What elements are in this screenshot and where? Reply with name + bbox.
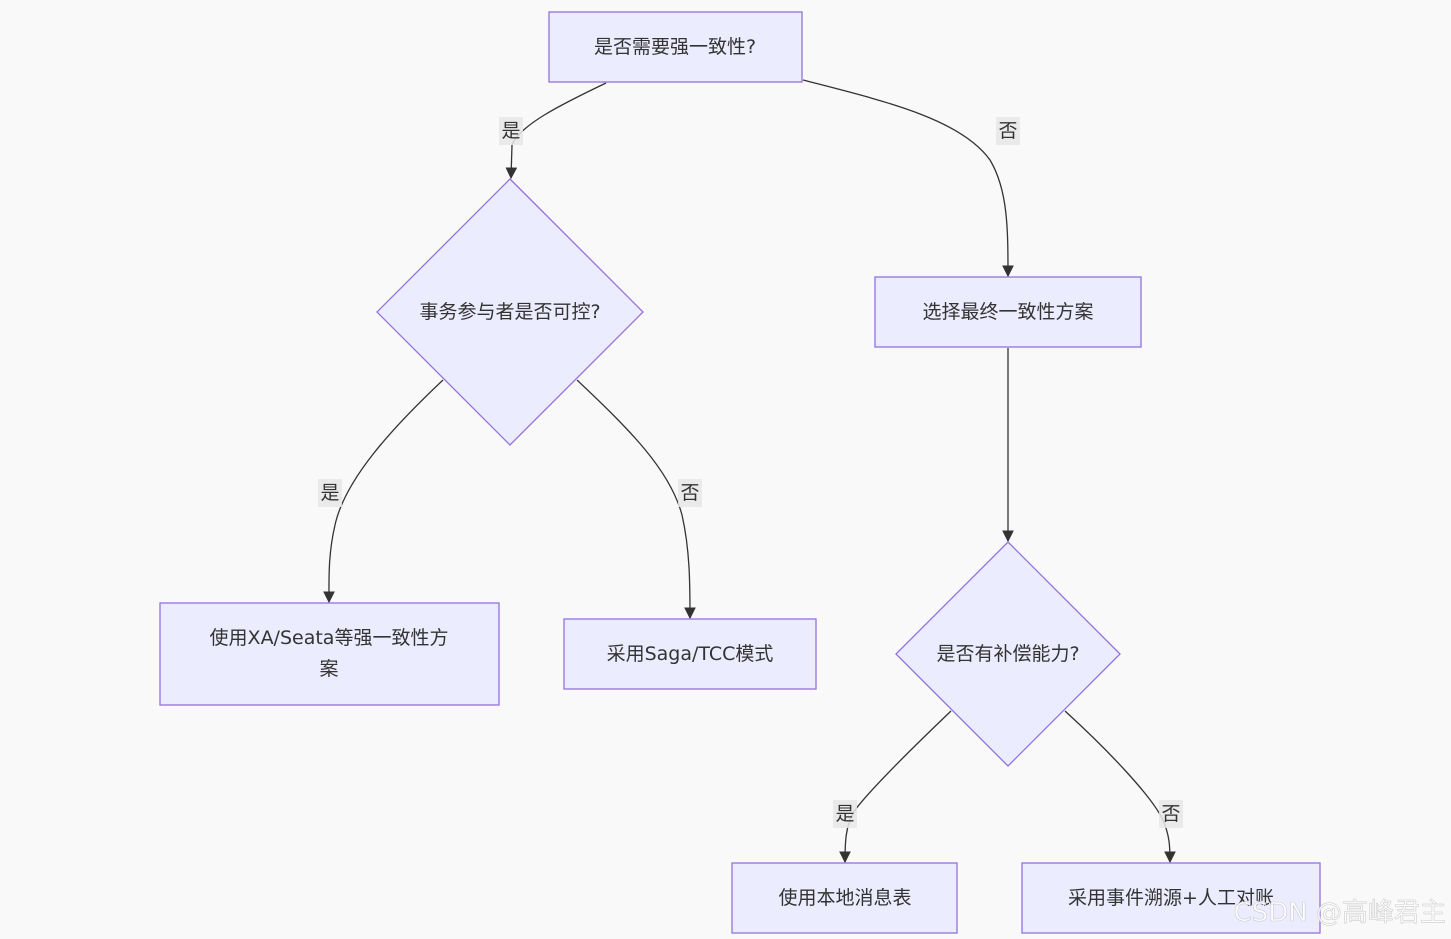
edge-label-strong-yes: 是 [501,120,520,142]
edge-label-compensate-no: 否 [1161,803,1180,825]
node-text: 选择最终一致性方案 [922,301,1093,323]
edge-strong-yes [505,82,607,180]
edge-compensate-no [1064,710,1176,864]
node-has-compensation: 是否有补偿能力? [895,541,1121,767]
node-text-line-1: 使用XA/Seata等强一致性方 [210,627,449,649]
node-text: 是否有补偿能力? [936,643,1079,665]
node-text: 使用本地消息表 [778,887,911,909]
edge-controllable-yes [323,379,444,604]
node-text: 采用事件溯源+人工对账 [1068,887,1274,909]
node-text: 是否需要强一致性? [594,36,756,58]
node-text: 采用Saga/TCC模式 [607,643,774,665]
node-need-strong-consistency: 是否需要强一致性? [548,11,803,83]
node-use-xa-seata: 使用XA/Seata等强一致性方 案 [159,602,500,706]
node-use-event-sourcing: 采用事件溯源+人工对账 [1021,862,1321,934]
edges [323,79,1176,864]
edge-strong-no [802,79,1014,278]
node-use-saga-tcc: 采用Saga/TCC模式 [563,618,817,690]
edge-controllable-no [576,379,696,620]
edge-label-controllable-yes: 是 [320,482,339,504]
node-text-line-2: 案 [319,658,338,680]
edge-labels: 是 否 是 否 是 否 [318,117,1183,828]
edge-label-compensate-yes: 是 [835,803,854,825]
node-text: 事务参与者是否可控? [419,301,600,323]
edge-compensate-yes [839,710,952,864]
node-participants-controllable: 事务参与者是否可控? [376,178,644,446]
node-choose-eventual-consistency: 选择最终一致性方案 [874,276,1142,348]
edge-label-controllable-no: 否 [680,482,699,504]
node-use-local-message-table: 使用本地消息表 [731,862,958,934]
edge-label-strong-no: 否 [998,120,1017,142]
watermark: CSDN @高峰君主 [1234,898,1446,928]
